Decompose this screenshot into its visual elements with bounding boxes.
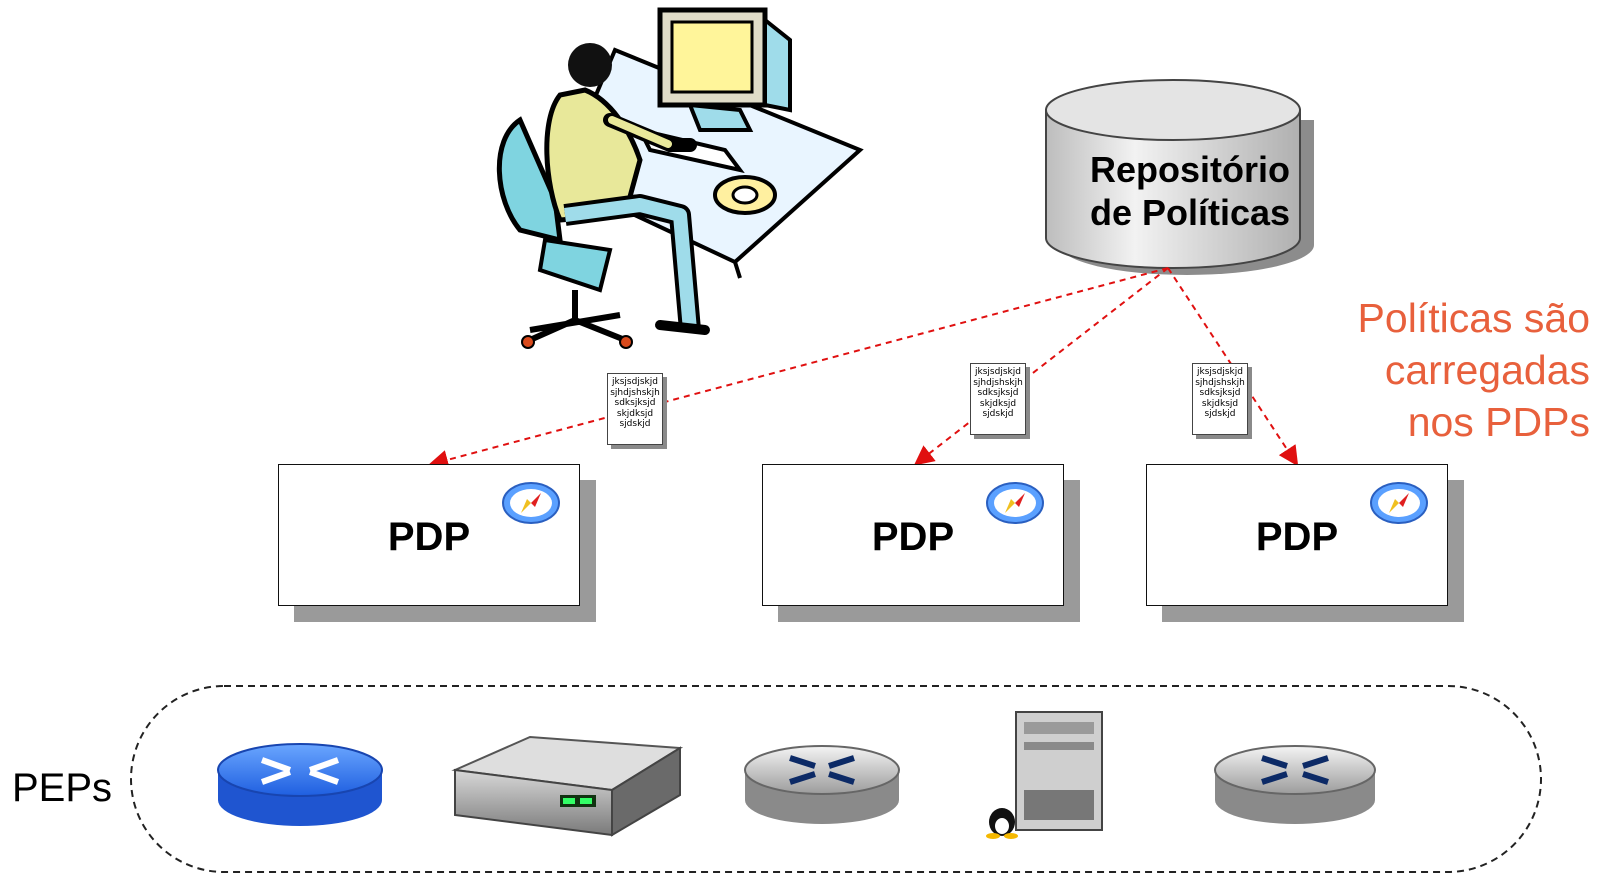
gray-router-icon [1214, 745, 1376, 824]
policy-document-2: jksjsdjskjd sjhdjshskjh sdksjksjd skjdks… [970, 363, 1026, 435]
blue-router-icon [217, 743, 383, 826]
policy-document-3: jksjsdjskjd sjhdjshskjh sdksjksjd skjdks… [1192, 363, 1248, 435]
arrow-to-pdp-1 [428, 267, 1169, 470]
compass-icon [1370, 482, 1428, 524]
pdp-label: PDP [871, 515, 955, 559]
repository-label: Repositório de Políticas [1040, 148, 1340, 234]
gray-router-icon [744, 745, 900, 824]
pdp-box-3: PDP [1146, 464, 1448, 606]
policy-note-line3: nos PDPs [1407, 399, 1590, 445]
repository-label-line2: de Políticas [1089, 192, 1291, 233]
policy-note: Políticas são carregadas nos PDPs [1250, 292, 1590, 448]
pdp-label: PDP [1255, 515, 1339, 559]
policy-distribution-arrows [428, 267, 1299, 470]
peps-label: PEPs [12, 766, 113, 810]
pdp-label: PDP [387, 515, 471, 559]
policy-repository-cylinder [1045, 79, 1314, 275]
modem-icon [451, 735, 684, 837]
user-at-computer-icon [496, 7, 864, 349]
repository-label-line1: Repositório [1089, 149, 1290, 190]
peps-group-outline [130, 685, 1542, 873]
pdp-box-2: PDP [762, 464, 1064, 606]
compass-icon [986, 482, 1044, 524]
arrow-to-pdp-3 [1167, 267, 1299, 467]
policy-document-1: jksjsdjskjd sjhdjshskjh sdksjksjd skjdks… [607, 373, 663, 445]
arrow-to-pdp-2 [913, 267, 1169, 466]
pdp-box-1: PDP [278, 464, 580, 606]
compass-icon [502, 482, 560, 524]
policy-note-line1: Políticas são [1357, 295, 1590, 341]
policy-note-line2: carregadas [1384, 347, 1590, 393]
linux-server-icon [986, 711, 1103, 839]
